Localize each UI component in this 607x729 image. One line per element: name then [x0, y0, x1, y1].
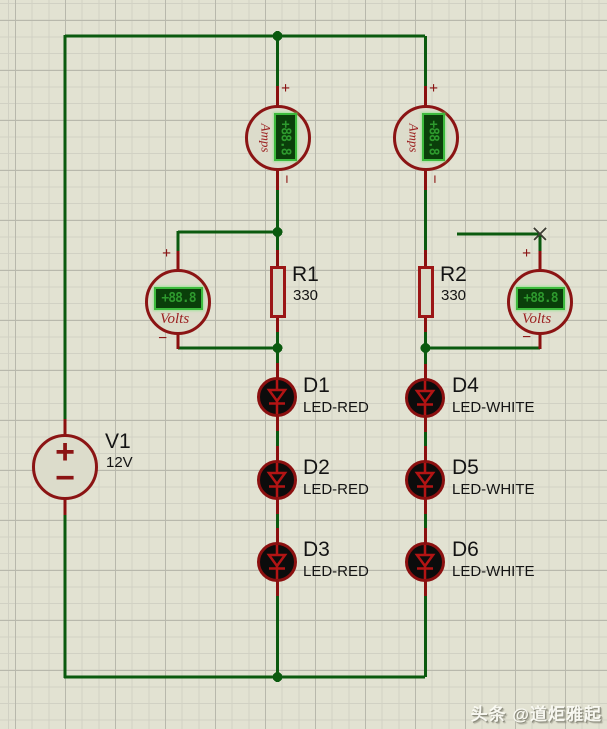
voltmeter-1-reading: +88.8: [161, 291, 196, 306]
source-plus-mark: +: [55, 433, 75, 471]
unconnected-wire-x-icon: [533, 227, 547, 241]
ammeter-1-unit-label: Amps: [258, 123, 274, 153]
voltage-source-v1[interactable]: + −: [32, 434, 98, 500]
led-d6-model: LED-WHITE: [452, 563, 535, 580]
resistor-r2-value: 330: [441, 287, 467, 304]
led-diode-icon: [266, 380, 288, 414]
led-d5-model: LED-WHITE: [452, 481, 535, 498]
ammeter-2[interactable]: Amps +88.8: [393, 105, 459, 171]
led-d1-ref: D1: [303, 374, 330, 397]
ammeter-1-minus-mark: −: [277, 174, 295, 184]
voltmeter-1-display: +88.8: [154, 287, 203, 310]
source-v1-ref: V1: [105, 430, 131, 453]
led-d2-model: LED-RED: [303, 481, 369, 498]
led-diode-icon: [414, 463, 436, 497]
led-diode-icon: [266, 545, 288, 579]
source-v1-value: 12V: [106, 454, 133, 471]
ammeter-2-minus-mark: −: [425, 174, 443, 184]
led-d2-ref: D2: [303, 456, 330, 479]
ammeter-1[interactable]: Amps +88.8: [245, 105, 311, 171]
led-d3[interactable]: [257, 542, 297, 582]
ammeter-2-unit-label: Amps: [406, 123, 422, 153]
led-d3-ref: D3: [303, 538, 330, 561]
resistor-r1[interactable]: [270, 266, 286, 318]
junction-dots: [272, 31, 431, 682]
ammeter-2-display: +88.8: [422, 113, 445, 161]
resistor-r1-ref: R1: [292, 263, 319, 286]
led-d4-model: LED-WHITE: [452, 399, 535, 416]
voltmeter-2-minus-mark: −: [522, 329, 532, 346]
ammeter-1-display: +88.8: [274, 113, 297, 161]
led-d3-model: LED-RED: [303, 563, 369, 580]
voltmeter-1-minus-mark: −: [158, 330, 168, 347]
led-diode-icon: [414, 381, 436, 415]
led-d5[interactable]: [405, 460, 445, 500]
led-d5-ref: D5: [452, 456, 479, 479]
voltmeter-1[interactable]: +88.8 Volts: [145, 269, 211, 335]
resistor-r2[interactable]: [418, 266, 434, 318]
ammeter-1-plus-mark: +: [281, 80, 291, 97]
terminal-stubs: [63, 86, 542, 596]
source-minus-mark: −: [55, 459, 75, 497]
voltmeter-2-unit-label: Volts: [522, 311, 552, 327]
voltmeter-1-plus-mark: +: [162, 245, 172, 262]
voltmeter-1-unit-label: Volts: [160, 311, 190, 327]
ammeter-2-reading: +88.8: [426, 119, 442, 155]
led-d6[interactable]: [405, 542, 445, 582]
led-d4[interactable]: [405, 378, 445, 418]
ammeter-1-reading: +88.8: [278, 119, 294, 155]
led-d2[interactable]: [257, 460, 297, 500]
led-d1-model: LED-RED: [303, 399, 369, 416]
resistor-r2-ref: R2: [440, 263, 467, 286]
led-diode-icon: [266, 463, 288, 497]
voltmeter-2[interactable]: +88.8 Volts: [507, 269, 573, 335]
resistor-r1-value: 330: [293, 287, 319, 304]
ammeter-2-plus-mark: +: [429, 80, 439, 97]
watermark-text: 头条 @道炬雅起: [470, 705, 602, 724]
voltmeter-2-reading: +88.8: [523, 291, 558, 306]
voltmeter-2-plus-mark: +: [522, 245, 532, 262]
led-d6-ref: D6: [452, 538, 479, 561]
voltmeter-2-display: +88.8: [516, 287, 565, 310]
led-d1[interactable]: [257, 377, 297, 417]
led-d4-ref: D4: [452, 374, 479, 397]
led-diode-icon: [414, 545, 436, 579]
